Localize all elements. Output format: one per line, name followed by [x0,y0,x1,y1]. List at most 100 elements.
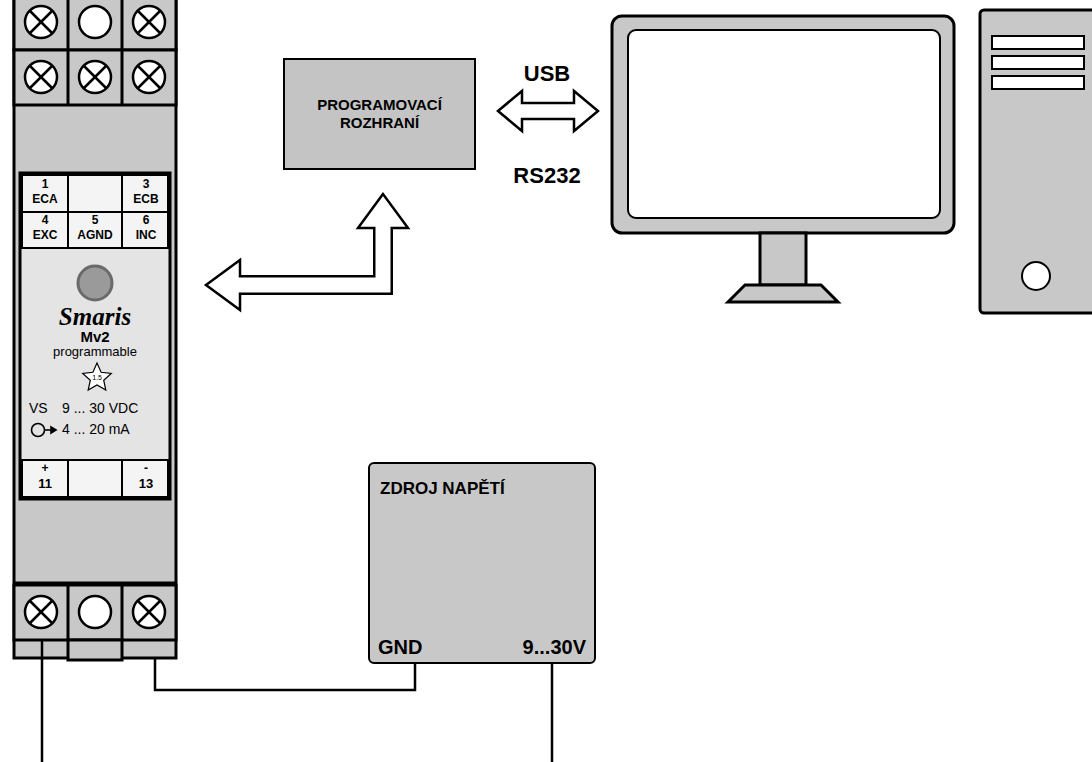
device-module: SmarisMv2programmable [14,0,176,658]
terminal-label: GND [378,636,422,658]
wire [551,664,554,762]
drive-bay [992,56,1084,69]
housing-body [14,0,176,658]
screw-head [133,596,165,628]
device-housing [14,0,176,660]
pin-number: 4 [42,214,49,227]
wire-connector [155,658,415,690]
status-led [78,266,112,300]
model-name: Mv2 [14,329,176,346]
screw-slot [30,601,52,623]
pin-number: 6 [143,214,150,227]
terminal-screw [133,596,165,628]
box-title: PROGRAMOVACÍ ROZHRANÍ [300,96,460,132]
monitor-frame [612,16,954,233]
grid-line [67,175,69,248]
terminal-screw [25,6,57,38]
pin-number: 3 [143,178,150,191]
terminal-screw [79,61,111,93]
accuracy-class: 1.5 [92,374,102,382]
terminal-row [14,585,176,640]
screw-slot [84,66,106,88]
arrow-head [206,260,240,310]
screw-slot [30,66,52,88]
polarity-sign: + [41,462,48,475]
signal-name: INC [136,229,157,242]
screw-head [25,61,57,93]
screw-head [25,6,57,38]
terminal-number: 11 [38,477,52,491]
terminal-screw [133,6,165,38]
monitor [612,16,954,302]
accuracy-star [83,363,112,390]
interface-name: RS232 [513,164,580,188]
pin-number: 5 [92,214,99,227]
signal-name: EXC [33,229,58,242]
screw-slot [30,11,52,33]
screw-head [133,6,165,38]
grid-line [22,211,168,213]
symbol-circle [32,424,45,437]
power-button [1022,262,1050,290]
screw-slot [138,66,160,88]
terminal-divider [121,0,124,105]
screw-slot [138,601,160,623]
screw-slot [138,66,160,88]
signal-name: AGND [77,229,112,242]
drive-bay [992,36,1084,49]
screw-slot [30,66,52,88]
double-arrow [498,91,598,131]
grid-line [67,460,69,497]
screw-slot [138,11,160,33]
pin-grid [22,175,168,248]
supply-label: VS [29,401,48,416]
screw-slot [138,601,160,623]
screw-slot [138,11,160,33]
arrow-shaft-fill [238,226,383,285]
current-output-symbol [32,424,57,437]
pc-tower [980,10,1092,313]
wire [155,658,415,690]
signal-name: ECA [32,193,57,206]
arrow-shaft-outline [240,228,383,285]
screw-head [79,6,111,38]
brand-logo: Smaris [14,303,176,331]
grid-line [121,460,123,497]
terminal-screw [133,61,165,93]
terminal-row [14,50,176,105]
pin-grid [22,460,168,497]
screw-slot [30,11,52,33]
terminal-screw [25,61,57,93]
interface-name: USB [524,62,570,86]
terminal-divider [67,0,70,105]
terminal-row [14,0,176,50]
terminal-divider [121,585,124,640]
interface-box: PROGRAMOVACÍ ROZHRANÍ [283,58,476,170]
grid-line [121,175,123,248]
screw-head [25,596,57,628]
model-note: programmable [14,345,176,359]
symbol-head [51,427,56,433]
terminal-label: 9...30V [523,636,586,658]
power-supply-box: ZDROJ NAPĚTÍ GND 9...30V [368,462,596,664]
box-title: ZDROJ NAPĚTÍ [380,480,505,499]
supply-range: 9 ... 30 VDC [62,401,138,416]
wire [41,640,44,762]
arrow-head [358,194,408,228]
screw-head [133,61,165,93]
screw-slot [30,601,52,623]
terminal-divider [67,585,70,640]
screw-head [79,596,111,628]
monitor-screen [628,30,940,218]
drive-bay [992,76,1084,89]
pin-number: 1 [42,178,49,191]
screw-head [79,61,111,93]
rail-clip [68,640,122,660]
terminal-screw [25,596,57,628]
terminal-screw [79,596,111,628]
signal-name: ECB [133,193,158,206]
